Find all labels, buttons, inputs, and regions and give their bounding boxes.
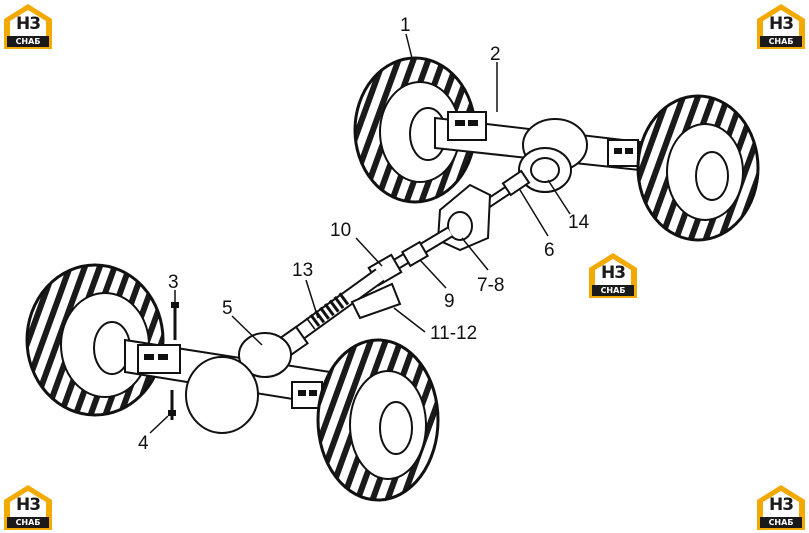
front-right-wheel bbox=[316, 338, 440, 502]
callout-leaders bbox=[149, 33, 571, 434]
logo-lettering: H3 bbox=[768, 495, 794, 515]
rear-right-wheel bbox=[636, 94, 760, 242]
brand-logo-middle-right: H3 CHAБ bbox=[588, 252, 638, 298]
logo-caption: CHAБ bbox=[592, 285, 634, 296]
brand-logo-top-left: H3 CHAБ bbox=[3, 3, 53, 49]
front-left-wheel bbox=[25, 263, 165, 417]
callout-13: 13 bbox=[292, 260, 313, 281]
callout-2: 2 bbox=[490, 44, 501, 65]
callout-10: 10 bbox=[330, 220, 351, 241]
callout-1: 1 bbox=[400, 15, 411, 36]
callout-11-12: 11-12 bbox=[430, 323, 477, 344]
callout-5: 5 bbox=[222, 298, 233, 319]
callout-9: 9 bbox=[444, 291, 455, 312]
front-axle-assembly bbox=[25, 263, 440, 502]
logo-caption: CHAБ bbox=[760, 517, 802, 528]
brand-logo-bottom-right: H3 CHAБ bbox=[756, 484, 806, 530]
brand-logo-top-right: H3 CHAБ bbox=[756, 3, 806, 49]
brand-logo-bottom-left: H3 CHAБ bbox=[3, 484, 53, 530]
logo-lettering: H3 bbox=[600, 263, 626, 283]
front-axle-housing bbox=[124, 332, 331, 434]
rear-axle-assembly bbox=[353, 56, 760, 242]
callout-4: 4 bbox=[138, 433, 149, 454]
logo-lettering: H3 bbox=[15, 14, 41, 34]
rear-differential bbox=[518, 147, 572, 193]
logo-caption: CHAБ bbox=[760, 36, 802, 47]
logo-caption: CHAБ bbox=[7, 517, 49, 528]
logo-caption: CHAБ bbox=[7, 36, 49, 47]
logo-lettering: H3 bbox=[15, 495, 41, 515]
callout-3: 3 bbox=[168, 272, 179, 293]
callout-14: 14 bbox=[568, 212, 590, 233]
callout-7-8: 7-8 bbox=[477, 275, 504, 296]
logo-lettering: H3 bbox=[768, 14, 794, 34]
callout-6: 6 bbox=[544, 240, 555, 261]
